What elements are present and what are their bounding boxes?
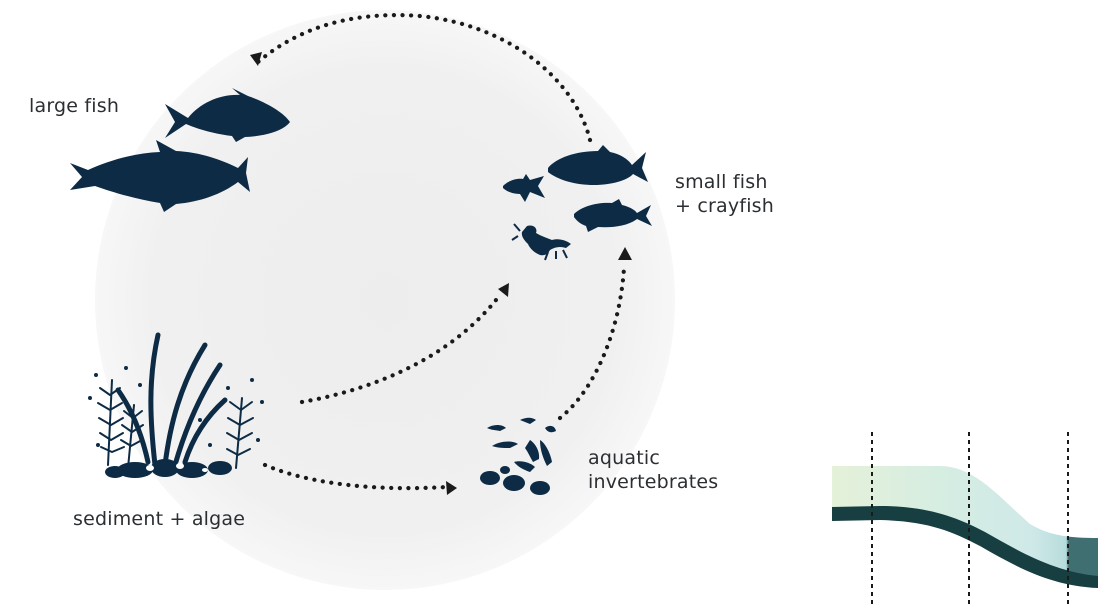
large-fish-label-text: large fish [29,94,119,118]
small-fish-label-line1: small fish [675,170,774,194]
sediment-algae-label: sediment + algae [73,507,245,531]
invertebrates-label-line1: aquatic [588,446,718,470]
aquatic-invertebrates-label: aquatic invertebrates [588,446,718,494]
large-fish-label: large fish [29,94,119,118]
background-circle [95,10,675,590]
small-fish-label-line2: + crayfish [675,194,774,218]
small-fish-crayfish-label: small fish + crayfish [675,170,774,218]
stream-profile-graphic [832,432,1098,605]
invertebrates-label-line2: invertebrates [588,470,718,494]
sediment-label-text: sediment + algae [73,507,245,531]
